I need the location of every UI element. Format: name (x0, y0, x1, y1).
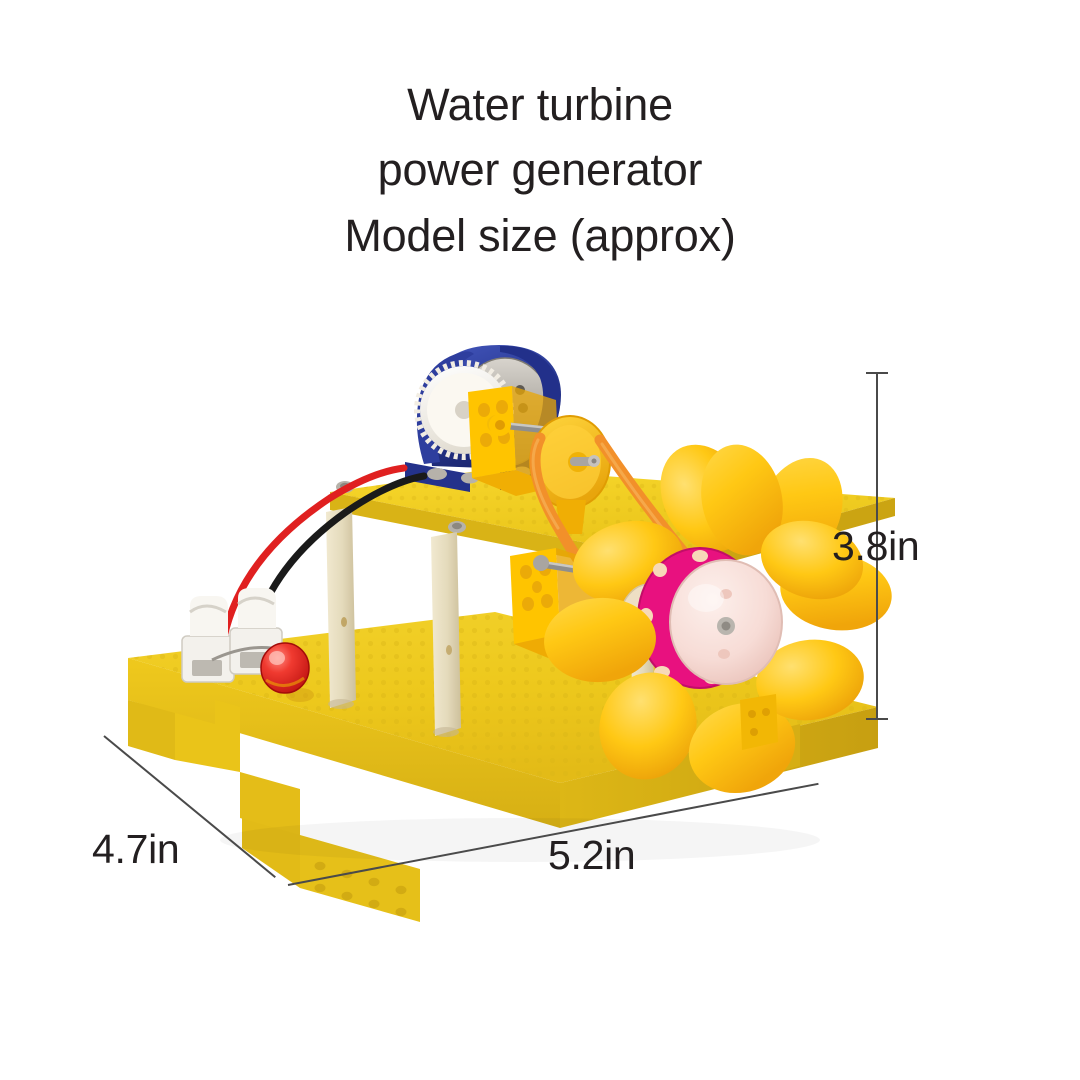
turbine-blade-front (544, 444, 864, 794)
dimension-tick-height-top (866, 372, 888, 374)
dimension-label-width: 5.2in (548, 832, 636, 878)
support-post (326, 507, 461, 737)
title-line-3: Model size (approx) (344, 209, 736, 261)
title-line-1: Water turbine (407, 79, 673, 130)
shaft-bracket (740, 694, 778, 750)
vent-holes (300, 835, 420, 922)
page-title: Water turbine power generator Model size… (0, 72, 1080, 268)
led-lamp (260, 642, 310, 694)
turbine-cap (669, 559, 783, 685)
dimension-label-depth: 4.7in (92, 826, 180, 872)
dimension-tick-height-bottom (866, 718, 888, 720)
title-line-2: power generator (377, 144, 703, 196)
dimension-line-height (876, 372, 878, 720)
wire-red (218, 464, 408, 652)
turbine-wheel (544, 444, 892, 794)
dimension-label-height: 3.8in (832, 523, 920, 569)
